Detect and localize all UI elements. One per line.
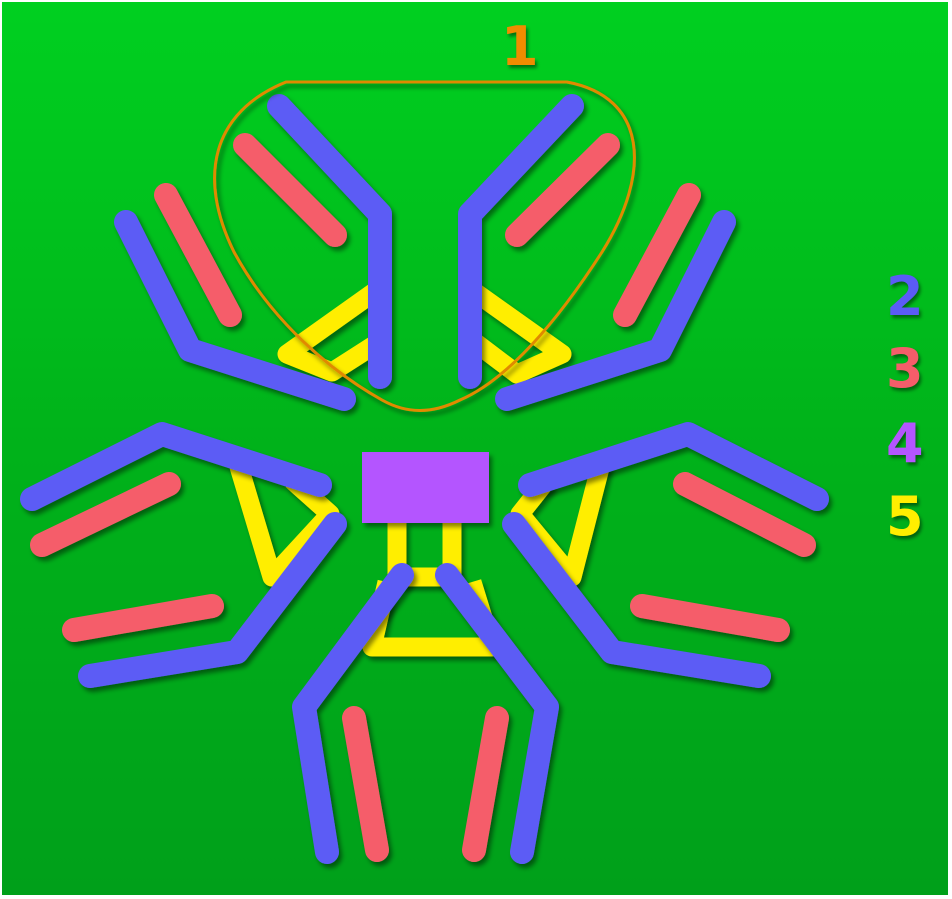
legend-item-light-chain: 3 bbox=[886, 342, 924, 396]
light-chain bbox=[354, 718, 377, 850]
disulfide-bond-top-left bbox=[287, 290, 382, 372]
light-chain bbox=[642, 606, 778, 630]
fab-region-outline bbox=[215, 82, 635, 411]
heavy-chain bbox=[530, 434, 817, 499]
j-chain bbox=[362, 452, 489, 523]
region-label: 1 bbox=[501, 20, 539, 74]
legend-item-j-chain: 4 bbox=[886, 417, 924, 471]
light-chain bbox=[74, 606, 212, 630]
legend-item-disulfide-bond: 5 bbox=[886, 490, 924, 544]
light-chain bbox=[474, 718, 497, 850]
legend-item-heavy-chain: 2 bbox=[886, 270, 924, 324]
